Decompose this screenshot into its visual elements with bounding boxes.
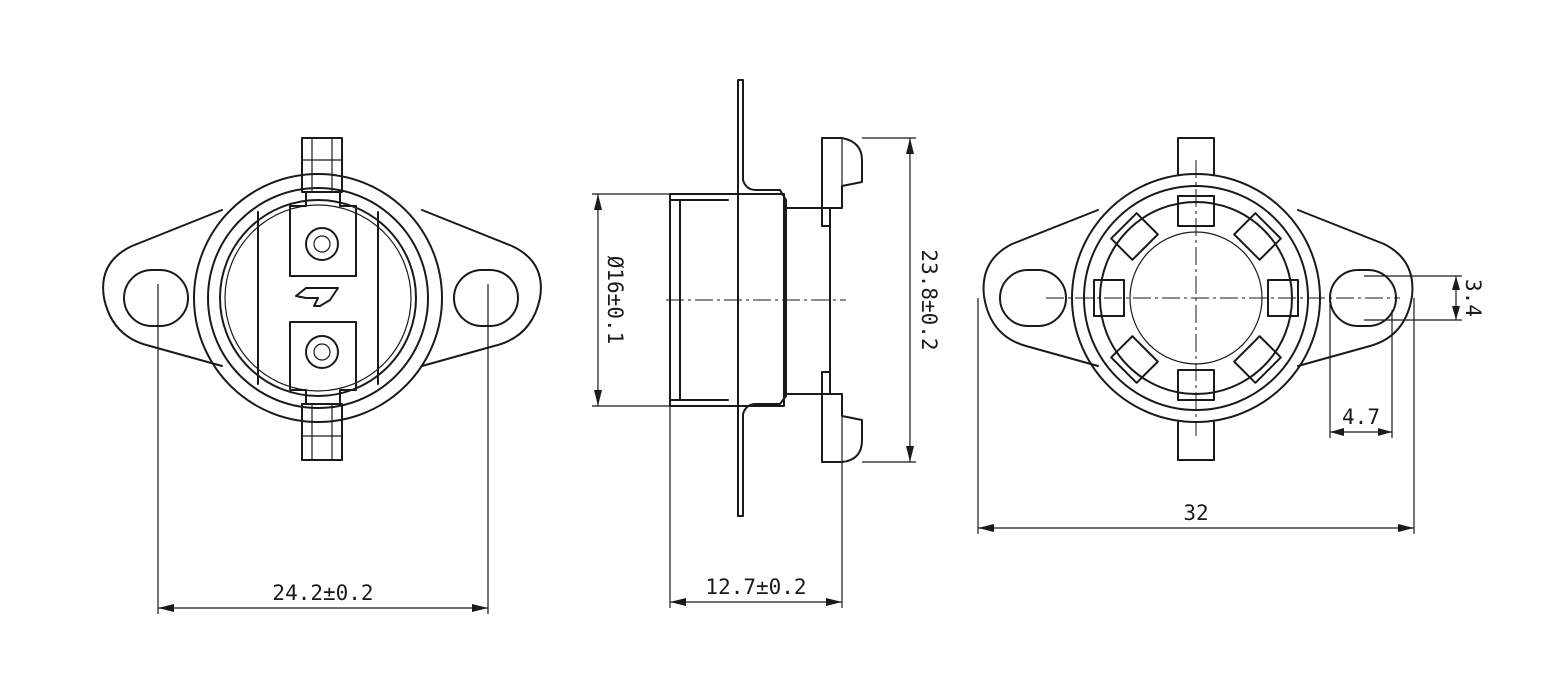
front-view (102, 137, 542, 461)
back-left-slot (999, 269, 1067, 327)
side-base (783, 207, 831, 395)
front-left-slot (123, 269, 189, 327)
back-flange-outline (982, 209, 1414, 367)
dim-text-24-2: 24.2±0.2 (272, 581, 373, 605)
side-mount-plate (737, 79, 787, 517)
side-terminal-top (821, 137, 863, 227)
dim-text-12-7: 12.7±0.2 (705, 575, 806, 599)
back-view (982, 137, 1414, 461)
front-top-tab (301, 137, 343, 193)
front-ring-4 (224, 204, 412, 392)
back-top-tab (1177, 137, 1215, 175)
dim-text-diameter-16: Ø16±0.1 (603, 256, 627, 345)
front-top-screw (305, 227, 339, 261)
front-ring-3 (219, 199, 417, 397)
front-outer-ring (193, 173, 443, 423)
front-ring-2 (207, 187, 429, 409)
dim-text-23-8: 23.8±0.2 (917, 249, 941, 350)
dim-text-32: 32 (1183, 501, 1208, 525)
dim-text-3-4: 3.4 (1461, 279, 1485, 317)
front-bottom-terminal (289, 321, 357, 405)
front-bottom-screw (305, 335, 339, 369)
dim-text-4-7: 4.7 (1342, 405, 1380, 429)
front-flange-outline (102, 209, 542, 367)
dimension-lines (157, 137, 1462, 614)
front-bottom-tab (301, 403, 343, 461)
front-right-slot (453, 269, 519, 327)
front-top-terminal (289, 191, 357, 277)
side-view (666, 79, 863, 517)
back-bottom-tab (1177, 421, 1215, 461)
logo-mark (295, 287, 339, 307)
